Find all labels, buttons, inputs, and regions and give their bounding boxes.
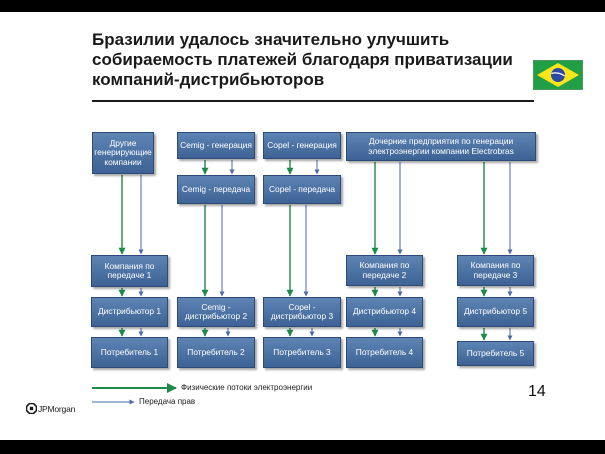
flow-arrows [92,160,513,405]
box-consumer-1: Потребитель 1 [91,337,168,368]
box-consumer-2: Потребитель 2 [177,337,255,368]
logo-text: JPMorgan [38,403,76,414]
box-consumer-3: Потребитель 3 [263,337,341,368]
box-distributor-5: Дистрибьютор 5 [457,297,534,327]
legend-rights-transfer: Передача прав [139,397,196,406]
box-cemig-transmission: Cemig - передача [177,175,255,204]
box-transmission-2: Компания по передаче 2 [346,255,423,286]
box-electrobras-subsidiaries: Дочерние предприятия по генерации электр… [346,132,536,161]
title-divider [92,100,534,102]
legend-physical-flow: Физические потоки электроэнергии [181,383,313,392]
jpmorgan-logo: JPMorgan [26,403,75,414]
box-transmission-3: Компания по передаче 3 [457,255,534,286]
slide: Бразилии удалось значительно улучшить со… [0,12,605,440]
box-copel-distributor-3: Copel - дистрибьютор 3 [263,297,341,327]
box-cemig-distributor-2: Cemig - дистрибьютор 2 [177,297,255,327]
box-transmission-1: Компания по передаче 1 [91,255,168,287]
box-copel-transmission: Copel - передача [263,175,341,204]
box-copel-generation: Copel - генерация [263,132,341,159]
brazil-flag-icon [533,60,583,90]
box-distributor-1: Дистрибьютор 1 [91,297,168,327]
jpmorgan-octagon-icon [26,403,37,414]
box-other-generators: Другие генерирующие компании [92,132,154,174]
box-consumer-4: Потребитель 4 [346,337,423,368]
box-distributor-4: Дистрибьютор 4 [346,297,423,327]
box-consumer-5: Потребитель 5 [457,341,534,366]
slide-title: Бразилии удалось значительно улучшить со… [92,30,513,89]
page-number: 14 [528,383,546,400]
box-cemig-generation: Cemig - генерация [177,132,255,159]
